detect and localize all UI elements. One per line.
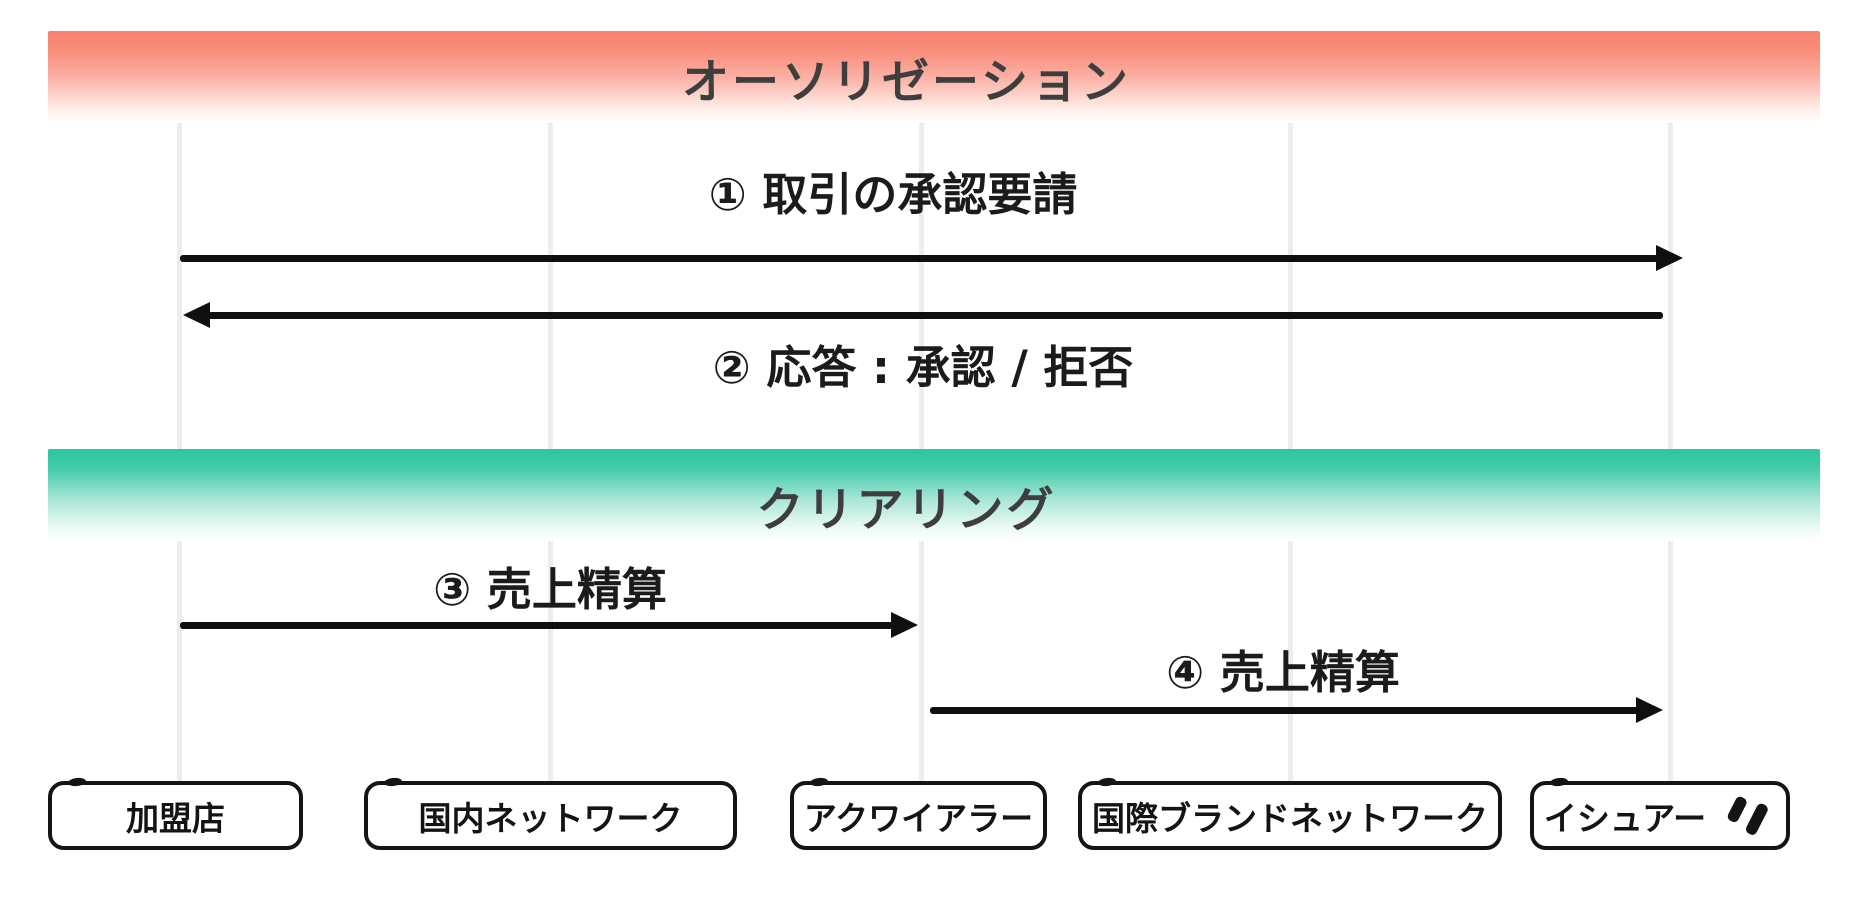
arrow-shaft <box>208 312 1663 319</box>
entity-box-domestic-network: 国内ネットワーク <box>364 781 737 850</box>
arrow-head-left <box>183 302 210 328</box>
arrow-auth-response <box>183 302 1663 328</box>
entity-label: 国内ネットワーク <box>418 798 683 838</box>
arrow-shaft <box>180 255 1658 262</box>
brand-mark-icon <box>1727 796 1768 835</box>
entity-label: イシュアー <box>1543 798 1707 838</box>
arrow-head-right <box>1636 697 1663 723</box>
arrow-settlement-domestic <box>180 612 918 638</box>
arrow-shaft <box>930 707 1638 714</box>
entity-label: 加盟店 <box>126 798 225 838</box>
arrow-auth-request <box>180 245 1683 271</box>
arrow-head-right <box>891 612 918 638</box>
entity-box-issuer: イシュアー <box>1530 781 1790 850</box>
entity-box-acquirer: アクワイアラー <box>790 781 1047 850</box>
step-label-settlement-international: ④ 売上精算 <box>1166 646 1400 699</box>
step-label-auth-request: ① 取引の承認要請 <box>708 168 1078 221</box>
step-label-auth-response: ② 応答 : 承認 / 拒否 <box>712 341 1134 394</box>
clearing-phase-banner: クリアリング <box>48 449 1820 541</box>
entity-box-brand-network: 国際ブランドネットワーク <box>1078 781 1502 850</box>
entity-box-merchant: 加盟店 <box>48 781 303 850</box>
arrow-shaft <box>180 622 893 629</box>
clearing-phase-title: クリアリング <box>756 482 1057 538</box>
entity-label: アクワイアラー <box>803 798 1034 838</box>
arrow-settlement-international <box>930 697 1663 723</box>
step-label-settlement-domestic: ③ 売上精算 <box>433 563 667 616</box>
authorization-phase-title: オーソリゼーション <box>681 54 1132 110</box>
authorization-phase-banner: オーソリゼーション <box>48 31 1820 123</box>
entity-label: 国際ブランドネットワーク <box>1092 798 1488 838</box>
arrow-head-right <box>1656 245 1683 271</box>
